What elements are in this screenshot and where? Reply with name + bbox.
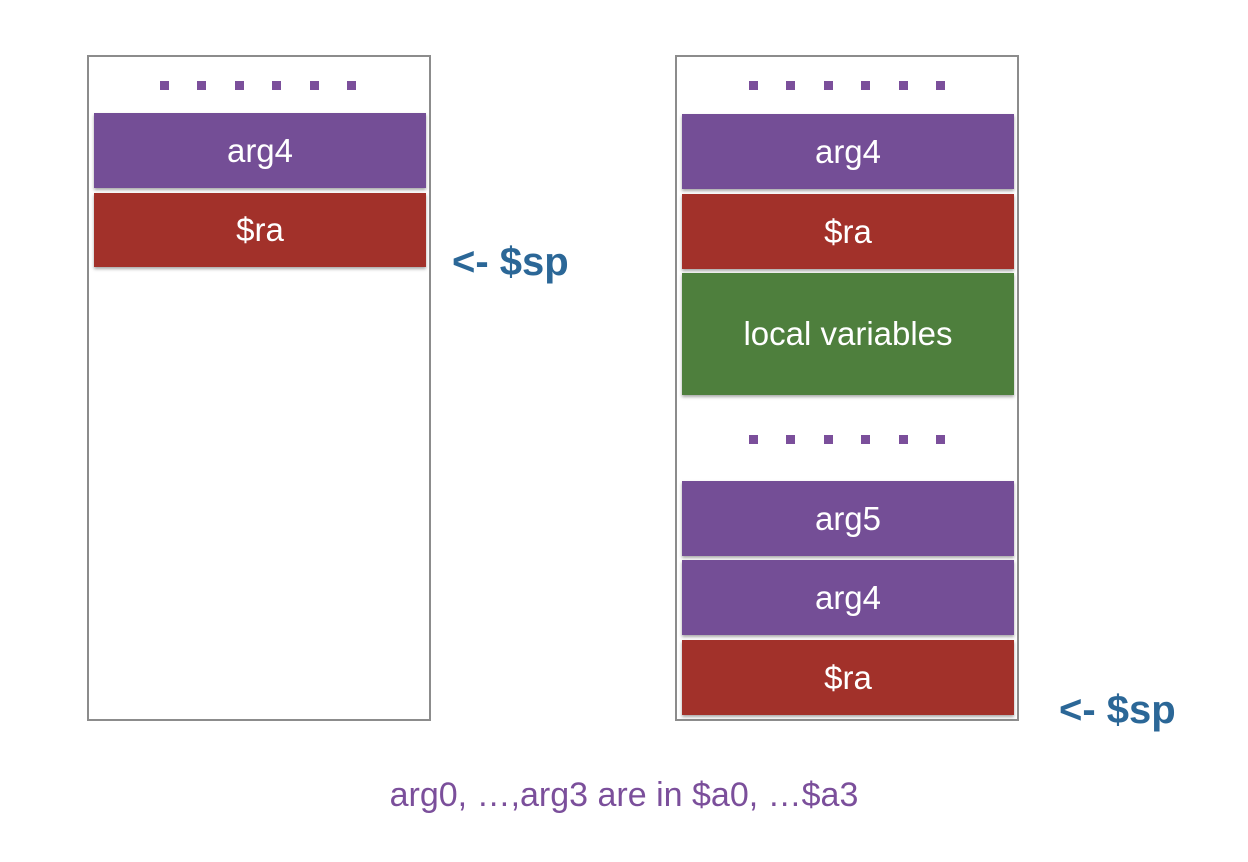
slot-arg4: arg4 xyxy=(682,560,1014,635)
ellipsis-dot xyxy=(935,81,945,90)
slot-label: arg5 xyxy=(814,499,882,537)
ellipsis-dot xyxy=(898,435,908,444)
register-args-note: arg0, …,arg3 are in $a0, …$a3 xyxy=(389,776,859,814)
slot-label: arg4 xyxy=(814,578,882,616)
slot-arg5: arg5 xyxy=(682,481,1014,556)
slot-return-address: $ra xyxy=(682,640,1014,715)
ellipsis-dot xyxy=(749,435,758,444)
ellipsis-dot xyxy=(861,435,871,444)
slot-label: $ra xyxy=(824,212,872,250)
ellipsis-dot xyxy=(823,81,833,90)
ellipsis-dot xyxy=(346,81,356,90)
slot-return-address: $ra xyxy=(94,193,426,267)
ellipsis-dot xyxy=(786,81,796,90)
slot-label: $ra xyxy=(236,211,284,248)
ellipsis-dot xyxy=(234,81,244,90)
slot-arg4: arg4 xyxy=(94,113,426,188)
ellipsis-top-left xyxy=(160,81,356,91)
stack-frame-right: arg4 $ra local variables arg5 arg4 $ra xyxy=(675,55,1019,721)
ellipsis-dot xyxy=(823,435,833,444)
slot-label: arg4 xyxy=(814,132,882,170)
stack-frame-left: arg4 $ra xyxy=(87,55,431,721)
ellipsis-dot xyxy=(861,81,871,90)
slot-local-variables: local variables xyxy=(682,273,1014,395)
slot-label: arg4 xyxy=(226,131,294,169)
ellipsis-dot xyxy=(786,435,796,444)
ellipsis-dot xyxy=(197,81,207,90)
slot-label: $ra xyxy=(824,658,872,696)
ellipsis-middle-right xyxy=(749,435,945,445)
slot-label: local variables xyxy=(743,315,953,352)
ellipsis-dot xyxy=(160,81,169,90)
stack-pointer-label-right: <- $sp xyxy=(1059,688,1176,732)
ellipsis-top-right xyxy=(749,81,945,91)
ellipsis-dot xyxy=(272,81,282,90)
ellipsis-dot xyxy=(309,81,319,90)
slot-arg4: arg4 xyxy=(682,114,1014,189)
ellipsis-dot xyxy=(749,81,758,90)
ellipsis-dot xyxy=(898,81,908,90)
stack-pointer-label-left: <- $sp xyxy=(452,240,569,284)
ellipsis-dot xyxy=(935,435,945,444)
slot-return-address: $ra xyxy=(682,194,1014,269)
